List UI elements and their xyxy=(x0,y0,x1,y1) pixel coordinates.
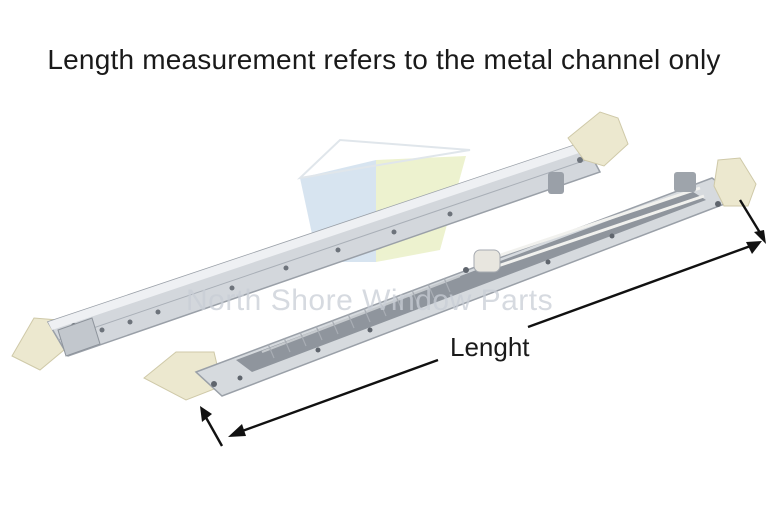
length-label: Lenght xyxy=(446,332,534,363)
window-balance-channel-back xyxy=(11,111,629,371)
watermark-text: North Shore Window Parts xyxy=(186,284,554,317)
window-balance-channel-front xyxy=(143,157,757,401)
length-dimension-arrow xyxy=(200,199,766,447)
headline-caption: Length measurement refers to the metal c… xyxy=(47,44,721,75)
